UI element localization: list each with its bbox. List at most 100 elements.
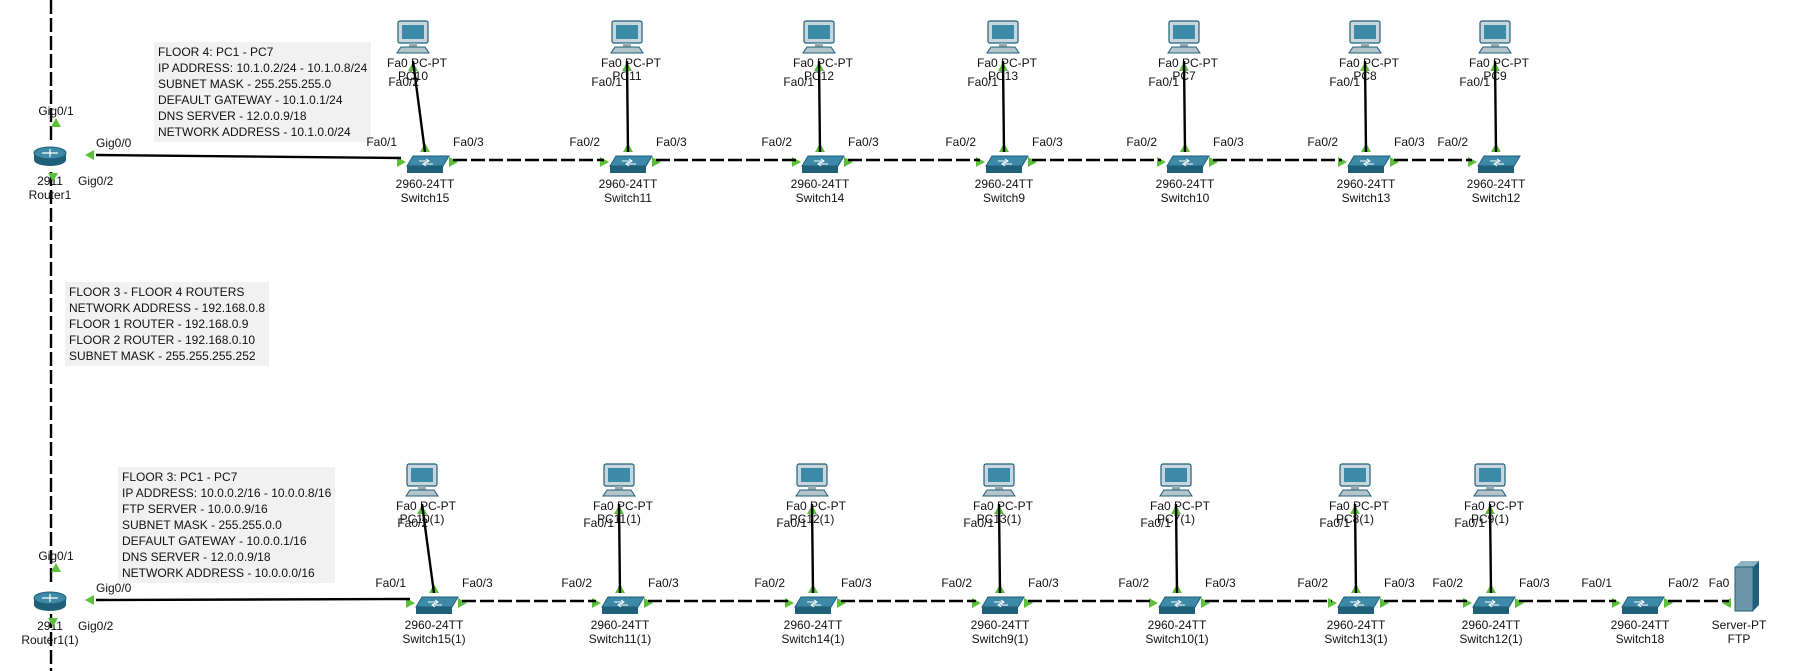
switch-up-port-label: Fa0/1 (776, 516, 807, 530)
switch-name-label: Switch12 (1472, 191, 1521, 205)
routers-note: FLOOR 3 - FLOOR 4 ROUTERS NETWORK ADDRESS… (65, 282, 270, 366)
port-status-icon (449, 157, 458, 167)
switch-port-label: Fa0/3 (841, 576, 872, 590)
pc-icon[interactable] (1478, 20, 1512, 54)
port-status-icon (51, 118, 61, 127)
routers-note-line: FLOOR 2 ROUTER - 192.168.0.10 (69, 333, 256, 347)
switch-port-label: Fa0/2 (1432, 576, 1463, 590)
pc-icon[interactable] (795, 463, 829, 497)
router-switch-link[interactable] (95, 153, 402, 160)
routers-note-line: FLOOR 3 - FLOOR 4 ROUTERS (69, 285, 245, 299)
port-status-icon (1722, 598, 1731, 608)
pc-icon[interactable] (602, 463, 636, 497)
pc-icon[interactable] (982, 463, 1016, 497)
switch-icon[interactable] (1347, 155, 1391, 173)
switch-model-label: 2960-24TT (784, 618, 843, 632)
switch-model-label: 2960-24TT (1156, 177, 1215, 191)
routers-note-line: NETWORK ADDRESS - 192.168.0.8 (69, 301, 266, 315)
switch-icon[interactable] (1621, 596, 1665, 614)
switch-icon[interactable] (415, 596, 459, 614)
pc-switch-link[interactable] (817, 60, 822, 153)
pc-port-label: Fa0 PC-PT (786, 499, 847, 513)
pc-switch-link[interactable] (617, 503, 622, 594)
switch-name-label: Switch9(1) (972, 632, 1029, 646)
switch-up-port-label: Fa0/1 (1148, 75, 1179, 89)
switch-up-port-label: Fa0/1 (963, 516, 994, 530)
pc-icon[interactable] (1473, 463, 1507, 497)
pc-switch-link[interactable] (625, 60, 630, 153)
pc-icon[interactable] (396, 20, 430, 54)
routers-note-line: FLOOR 1 ROUTER - 192.168.0.9 (69, 317, 249, 331)
pc-switch-link[interactable] (997, 503, 1002, 594)
switch-port-label: Fa0/2 (569, 135, 600, 149)
pc-port-label: Fa0 PC-PT (977, 56, 1038, 70)
switch-icon[interactable] (1472, 596, 1516, 614)
switch-icon[interactable] (406, 155, 450, 173)
pc-switch-link[interactable] (1182, 60, 1187, 153)
switch-port-label: Fa0/2 (1307, 135, 1338, 149)
router-port-label: Gig0/1 (38, 549, 74, 563)
pc-switch-link[interactable] (1174, 503, 1179, 594)
pc-switch-link[interactable] (810, 503, 815, 594)
switch-icon[interactable] (601, 596, 645, 614)
switch-port-label: Fa0/3 (453, 135, 484, 149)
switch-icon[interactable] (609, 155, 653, 173)
switch-name-label: Switch11 (604, 191, 652, 205)
router-name-label: Router1 (29, 188, 72, 202)
pc-icon[interactable] (405, 463, 439, 497)
pc-switch-link[interactable] (1353, 503, 1358, 594)
router-port-label: Gig0/0 (96, 581, 132, 595)
pc-icon[interactable] (610, 20, 644, 54)
server-icon[interactable] (1734, 561, 1759, 612)
switch-icon[interactable] (981, 596, 1025, 614)
switch-icon[interactable] (1158, 596, 1202, 614)
pc-switch-link[interactable] (1493, 60, 1498, 153)
switch-up-port-label: Fa0/1 (583, 516, 614, 530)
switch-port-label: Fa0/3 (462, 576, 493, 590)
pc-switch-link[interactable] (411, 60, 427, 153)
switch-up-port-label: Fa0/1 (783, 75, 814, 89)
switch-port-label: Fa0/3 (648, 576, 679, 590)
pc-icon[interactable] (1167, 20, 1201, 54)
router-icon[interactable] (33, 146, 67, 166)
pc-switch-link[interactable] (420, 503, 436, 594)
switch-name-label: Switch9 (983, 191, 1025, 205)
switch-port-label: Fa0/3 (656, 135, 687, 149)
port-status-icon (406, 598, 415, 608)
port-status-icon (1380, 598, 1389, 608)
switch-port-label: Fa0/3 (1028, 576, 1059, 590)
routers-note-line: SUBNET MASK - 255.255.255.252 (69, 349, 256, 363)
switch-model-label: 2960-24TT (1148, 618, 1207, 632)
switch-icon[interactable] (794, 596, 838, 614)
switch-port-label: Fa0/2 (561, 576, 592, 590)
switch-up-port-label: Fa0/1 (1454, 516, 1485, 530)
switch-icon[interactable] (801, 155, 845, 173)
pc-icon[interactable] (1338, 463, 1372, 497)
switch-name-label: Switch13(1) (1324, 632, 1387, 646)
pc-icon[interactable] (986, 20, 1020, 54)
switch-model-label: 2960-24TT (599, 177, 658, 191)
switch-port-label: Fa0/2 (1297, 576, 1328, 590)
pc-icon[interactable] (1159, 463, 1193, 497)
switch-icon[interactable] (1337, 596, 1381, 614)
router-icon[interactable] (33, 591, 67, 611)
switch-model-label: 2960-24TT (1611, 618, 1670, 632)
switch-name-label: Switch14(1) (781, 632, 844, 646)
router-name-label: Router1(1) (21, 633, 78, 647)
switch-up-port-label: Fa0/1 (1459, 75, 1490, 89)
pc-switch-link[interactable] (1001, 60, 1006, 153)
port-status-icon (51, 563, 61, 572)
port-status-icon (1157, 157, 1166, 167)
pc-icon[interactable] (1348, 20, 1382, 54)
floor4-note-line: SUBNET MASK - 255.255.255.0 (158, 77, 332, 91)
switch-icon[interactable] (985, 155, 1029, 173)
switch-icon[interactable] (1166, 155, 1210, 173)
port-status-icon (1149, 598, 1158, 608)
switch-name-label: Switch15 (401, 191, 450, 205)
switch-icon[interactable] (1477, 155, 1521, 173)
pc-switch-link[interactable] (1488, 503, 1493, 594)
pc-icon[interactable] (802, 20, 836, 54)
port-status-icon (397, 157, 406, 167)
pc-switch-link[interactable] (1363, 60, 1368, 153)
router-switch-link[interactable] (95, 597, 411, 602)
